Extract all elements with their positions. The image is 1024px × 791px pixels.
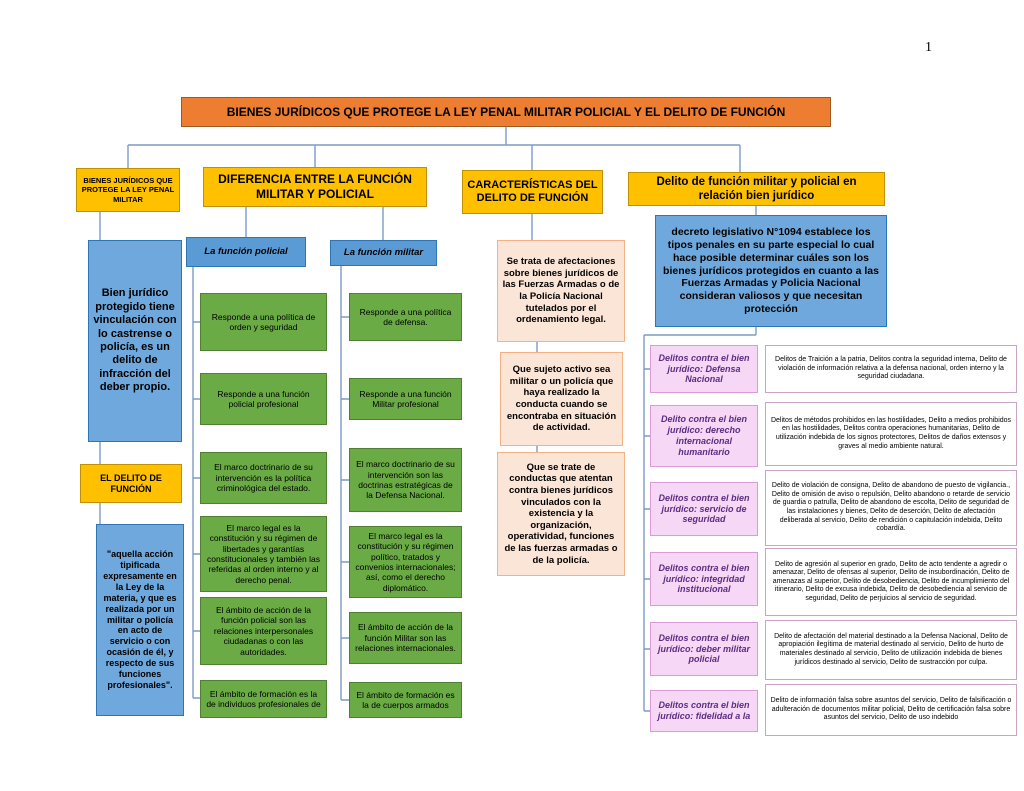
subheader-funcion-policial: La función policial bbox=[186, 237, 306, 267]
bien-juridico-concept-box: Bien jurídico protegido tiene vinculació… bbox=[88, 240, 182, 442]
main-title: BIENES JURÍDICOS QUE PROTEGE LA LEY PENA… bbox=[181, 97, 831, 127]
funcion-policial-item: Responde a una política de orden y segur… bbox=[200, 293, 327, 351]
funcion-militar-item: El marco legal es la constitución y su r… bbox=[349, 526, 462, 598]
funcion-policial-item: El marco doctrinario de su intervención … bbox=[200, 452, 327, 504]
funcion-policial-item: El ámbito de formación es la de individu… bbox=[200, 680, 327, 718]
delito-funcion-definition-box: "aquella acción tipificada expresamente … bbox=[96, 524, 184, 716]
caracteristica-item: Que sujeto activo sea militar o un polic… bbox=[500, 352, 623, 446]
caracteristica-item: Se trata de afectaciones sobre bienes ju… bbox=[497, 240, 625, 342]
funcion-militar-item: Responde a una política de defensa. bbox=[349, 293, 462, 341]
funcion-militar-item: El ámbito de formación es la de cuerpos … bbox=[349, 682, 462, 718]
branch-title-diferencia: DIFERENCIA ENTRE LA FUNCIÓN MILITAR Y PO… bbox=[203, 167, 427, 207]
funcion-policial-item: El ámbito de acción de la función polici… bbox=[200, 597, 327, 665]
delitos-detail: Delito de información falsa sobre asunto… bbox=[765, 684, 1017, 736]
delitos-detail: Delito de afectación del material destin… bbox=[765, 620, 1017, 680]
delitos-detail: Delito de violación de consigna, Delito … bbox=[765, 470, 1017, 546]
decreto-legislativo-box: decreto legislativo N°1094 establece los… bbox=[655, 215, 887, 327]
bien-juridico-label: Delitos contra el bien jurídico: deber m… bbox=[650, 622, 758, 676]
branch-title-delito-funcion: Delito de función militar y policial en … bbox=[628, 172, 885, 206]
bien-juridico-label: Delitos contra el bien jurídico: servici… bbox=[650, 482, 758, 536]
delito-funcion-subtitle: EL DELITO DE FUNCIÓN bbox=[80, 464, 182, 503]
funcion-militar-item: El marco doctrinario de su intervención … bbox=[349, 448, 462, 512]
delitos-detail: Delito de agresión al superior en grado,… bbox=[765, 548, 1017, 616]
branch-title-caracteristicas: CARACTERÍSTICAS DEL DELITO DE FUNCIÓN bbox=[462, 170, 603, 214]
bien-juridico-label: Delitos contra el bien jurídico: fidelid… bbox=[650, 690, 758, 732]
funcion-policial-item: Responde a una función policial profesio… bbox=[200, 373, 327, 425]
funcion-policial-item: El marco legal es la constitución y su r… bbox=[200, 516, 327, 592]
delitos-detail: Delitos de métodos prohibidos en las hos… bbox=[765, 402, 1017, 466]
bien-juridico-label: Delitos contra el bien jurídico: integri… bbox=[650, 552, 758, 606]
subheader-funcion-militar: La función militar bbox=[330, 240, 437, 266]
funcion-militar-item: El ámbito de acción de la función Milita… bbox=[349, 612, 462, 664]
bien-juridico-label: Delito contra el bien jurídico: derecho … bbox=[650, 405, 758, 467]
page-number: 1 bbox=[925, 40, 932, 55]
branch-title-bienes-juridicos: BIENES JURÍDICOS QUE PROTEGE LA LEY PENA… bbox=[76, 168, 180, 212]
delitos-detail: Delitos de Traición a la patria, Delitos… bbox=[765, 345, 1017, 393]
funcion-militar-item: Responde a una función Militar profesion… bbox=[349, 378, 462, 420]
caracteristica-item: Que se trate de conductas que atentan co… bbox=[497, 452, 625, 576]
bien-juridico-label: Delitos contra el bien jurídico: Defensa… bbox=[650, 345, 758, 393]
